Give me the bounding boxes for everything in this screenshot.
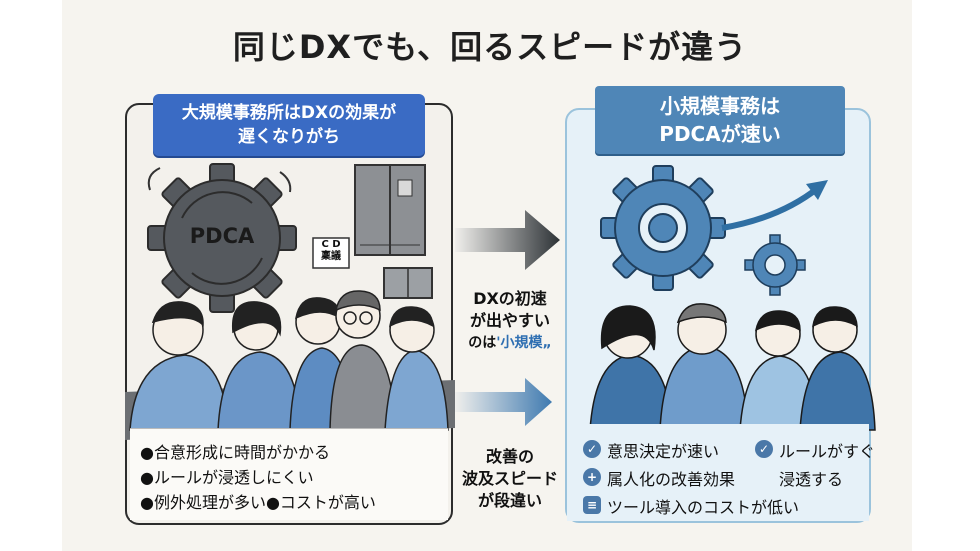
- people-group-left: [129, 290, 449, 431]
- large-office-header-line1: 大規模事務所はDXの効果が: [181, 103, 397, 123]
- large-office-header-line2: 遅くなりがち: [238, 127, 340, 147]
- check-icon: ✓: [755, 440, 773, 458]
- check-icon: ✓: [583, 440, 601, 458]
- issue-item: ●ルールが浸透しにくい: [140, 468, 314, 487]
- large-office-issues-list: ●合意形成に時間がかかる ●ルールが浸透しにくい ●例外処理が多い●コストが高い: [130, 428, 448, 520]
- approval-sign-line2: 稟議: [321, 251, 341, 262]
- mid-text2-line3: が段違い: [477, 491, 542, 510]
- mid-text1-line1: DXの初速: [473, 289, 547, 308]
- approval-sign-line1: C D: [321, 239, 341, 250]
- cabinet-icon: [354, 164, 426, 256]
- small-office-header: 小規模事務は PDCAが速い: [595, 86, 845, 154]
- slow-gear-icon: [147, 163, 297, 313]
- right-bullets-backdrop: [567, 424, 869, 521]
- dx-initial-speed-text: DXの初速 が出やすい のは'小規模„: [458, 288, 562, 354]
- mid-text2-line2: 波及スピード: [461, 469, 558, 488]
- approval-sign-icon: [312, 237, 350, 269]
- mid-text1-prefix: のは: [468, 335, 497, 351]
- fast-gear-icon: [600, 165, 726, 291]
- issue-item: ●合意形成に時間がかかる: [140, 443, 330, 462]
- plus-icon: +: [583, 468, 601, 486]
- mid-text2-line1: 改善の: [485, 447, 534, 466]
- page-title: 同じDXでも、回るスピードが違う: [232, 28, 748, 66]
- benefit-item: ルールがすぐ: [779, 442, 876, 461]
- people-group-right: [589, 303, 876, 431]
- cabinet-small-icon: [383, 267, 433, 299]
- improvement-speed-text: 改善の 波及スピード が段違い: [458, 446, 562, 512]
- mid-text1-line2: が出やすい: [469, 311, 550, 330]
- large-office-header: 大規模事務所はDXの効果が 遅くなりがち: [153, 94, 425, 156]
- benefit-item: 浸透する: [779, 470, 844, 489]
- small-office-header-line1: 小規模事務は: [660, 94, 780, 118]
- approval-sign: C D 稟議: [313, 239, 349, 263]
- speed-arrow-dark: [455, 210, 560, 270]
- growth-arrow-icon: [721, 185, 820, 231]
- gear-label: PDCA: [189, 224, 255, 248]
- speed-arrow-blue: [455, 378, 552, 426]
- small-gear-icon: [744, 234, 806, 296]
- issue-item: ●例外処理が多い●コストが高い: [140, 493, 376, 512]
- benefit-item: ツール導入のコストが低い: [607, 498, 800, 517]
- mid-text1-highlight: '小規模„: [496, 335, 552, 351]
- mid-text1-line3: のは'小規模„: [458, 332, 562, 354]
- tool-icon: ≡: [583, 496, 601, 514]
- benefit-item: 属人化の改善効果: [607, 470, 736, 489]
- small-office-header-line2: PDCAが速い: [659, 122, 781, 146]
- benefit-item: 意思決定が速い: [607, 442, 720, 461]
